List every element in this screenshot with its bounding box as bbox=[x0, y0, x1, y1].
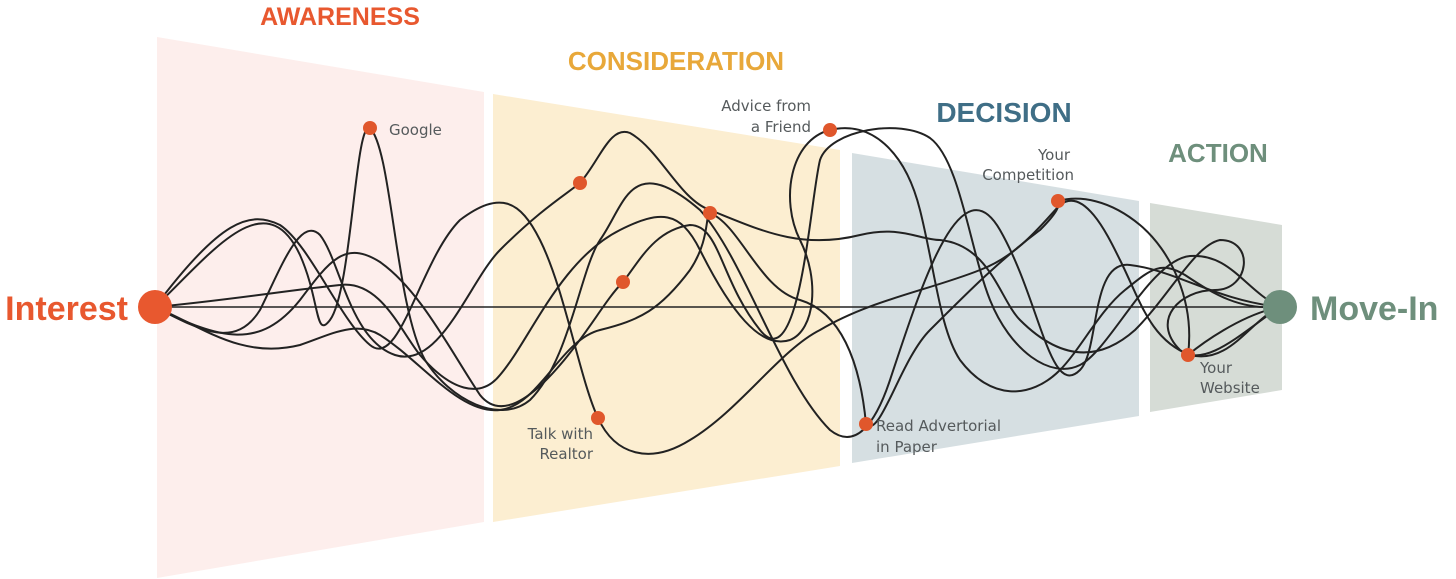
decision-title: DECISION bbox=[936, 97, 1071, 128]
advertorial-label-line1: Read Advertorial bbox=[876, 417, 1001, 435]
touchpoint-dot-realtor bbox=[591, 411, 605, 425]
advice-label-line1: Advice from bbox=[721, 97, 811, 115]
touchpoint-dot bbox=[616, 275, 630, 289]
consideration-title: CONSIDERATION bbox=[568, 46, 784, 76]
competition-label-line2: Competition bbox=[982, 166, 1074, 184]
advertorial-label-line2: in Paper bbox=[876, 438, 938, 456]
website-label-line1: Your bbox=[1199, 359, 1233, 377]
website-label-line2: Website bbox=[1200, 379, 1260, 397]
realtor-label-line1: Talk with bbox=[527, 425, 593, 443]
journey-path bbox=[154, 199, 1281, 455]
competition-label-line1: Your bbox=[1037, 146, 1071, 164]
journey-path bbox=[154, 127, 1281, 408]
interest-label: Interest bbox=[5, 290, 128, 328]
google-label: Google bbox=[389, 121, 442, 139]
awareness-title: AWARENESS bbox=[260, 3, 420, 31]
touchpoint-dot-advertorial bbox=[859, 417, 873, 431]
move-in-node bbox=[1263, 290, 1297, 324]
realtor-label-line2: Realtor bbox=[539, 445, 593, 463]
interest-node bbox=[138, 290, 172, 324]
journey-path bbox=[154, 127, 1281, 393]
advice-label-line2: a Friend bbox=[751, 118, 811, 136]
action-title: ACTION bbox=[1168, 138, 1268, 168]
touchpoint-dot bbox=[703, 206, 717, 220]
touchpoint-dots bbox=[363, 121, 1195, 431]
touchpoint-dot-advice bbox=[823, 123, 837, 137]
touchpoint-dot-competition bbox=[1051, 194, 1065, 208]
touchpoint-dot-website bbox=[1181, 348, 1195, 362]
journey-paths bbox=[154, 126, 1281, 455]
touchpoint-dot-google bbox=[363, 121, 377, 135]
journey-path bbox=[154, 130, 1281, 358]
move-in-label: Move-In bbox=[1310, 290, 1438, 328]
consideration-panel bbox=[493, 94, 840, 522]
touchpoint-dot bbox=[573, 176, 587, 190]
journey-path bbox=[154, 197, 1281, 428]
